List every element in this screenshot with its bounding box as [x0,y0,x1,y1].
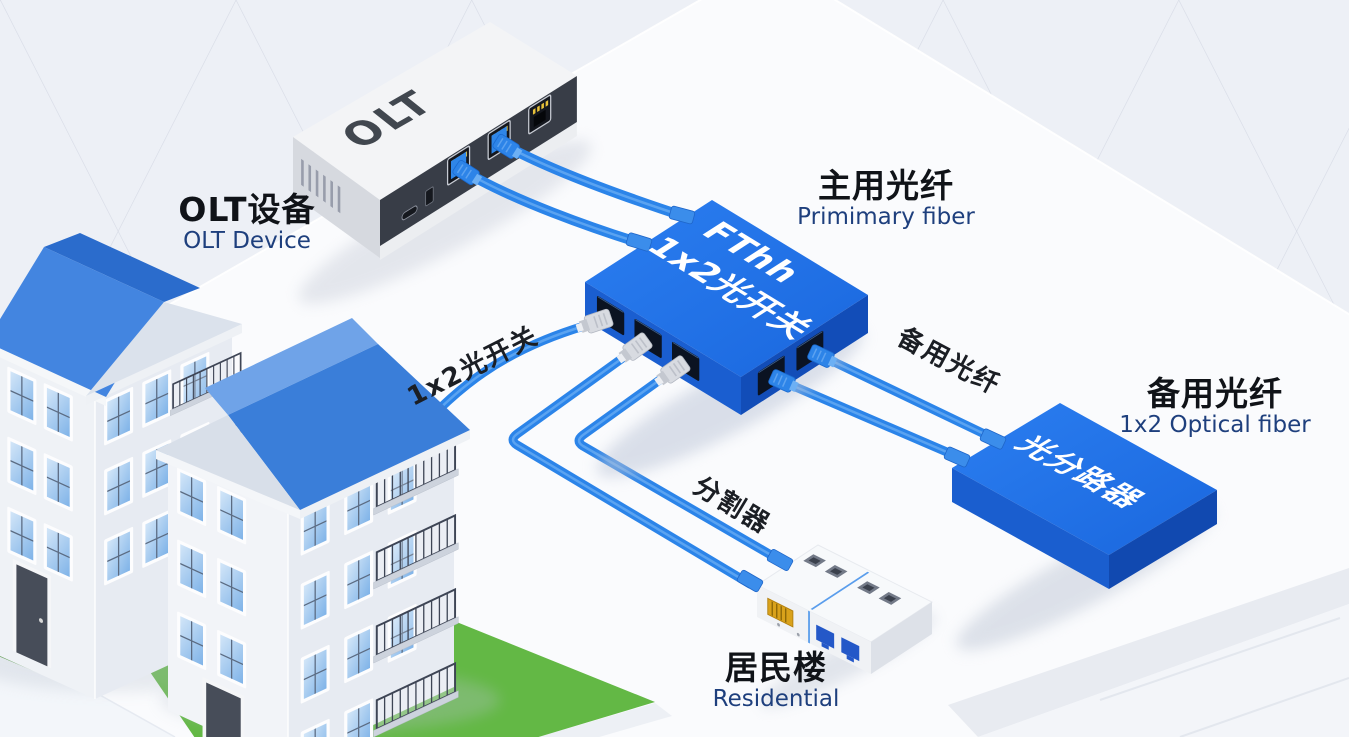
backup-fiber-cable-1 [786,380,968,464]
primary-fiber-cable-2 [491,132,691,222]
splitter-end-face [871,602,932,674]
backup-fiber-cable-2 [825,355,1004,446]
splitter-box-top [952,403,1217,555]
splitter-cable-1 [508,352,755,589]
optical-splitter-box: 光分路器 [952,403,1217,651]
building-roof [156,318,470,519]
splitter-cable-2 [574,374,788,567]
building-door [202,676,245,737]
olt-front-panel [380,76,577,260]
splitter-front-details [767,597,860,663]
splitter-box-left [952,468,1109,589]
residential-building-2 [156,318,470,737]
primary-fiber-cable-1 [450,158,648,249]
splitter-top-ports [803,554,902,610]
building-door [12,558,52,669]
olt-top-face [293,22,577,200]
splitter-box-right [1109,490,1217,589]
olt-left-face [293,137,380,258]
switch-box-top [585,200,868,377]
olt-vents [301,158,341,214]
olt-device: OLT [293,22,592,304]
building-roof [0,233,242,406]
residential-splitter-device [735,544,936,707]
